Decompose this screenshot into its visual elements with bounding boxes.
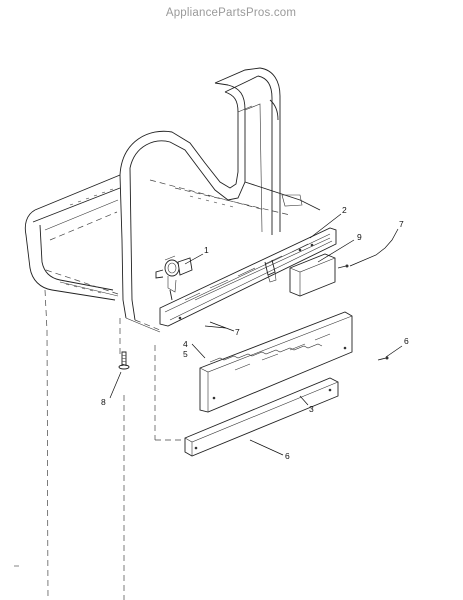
water-valve [155, 255, 193, 301]
callout-6: 6 [404, 336, 409, 346]
screw-icon [377, 356, 389, 361]
leader-lines [109, 213, 403, 456]
kick-plate [184, 377, 339, 457]
terminal-block [289, 253, 336, 297]
callout-8: 8 [101, 397, 106, 407]
watermark-text: AppliancePartsPros.com [166, 7, 296, 19]
control-bracket [159, 227, 337, 327]
callout-4: 4 [183, 339, 188, 349]
fasteners [118, 264, 389, 370]
tub-frame [24, 67, 321, 333]
callout-9: 9 [357, 232, 362, 242]
callout-2: 2 [342, 205, 347, 215]
guide-lines [44, 289, 185, 600]
screw-icon [337, 264, 349, 269]
callout-6: 6 [285, 451, 290, 461]
screw-icon [118, 351, 130, 370]
callout-7: 7 [235, 327, 240, 337]
callout-labels: 1 2 3 4 5 6 6 7 7 8 9 [101, 205, 409, 461]
access-panel [199, 311, 353, 413]
callout-7: 7 [399, 219, 404, 229]
callout-3: 3 [309, 404, 314, 414]
callout-1: 1 [204, 245, 209, 255]
callout-5: 5 [183, 349, 188, 359]
